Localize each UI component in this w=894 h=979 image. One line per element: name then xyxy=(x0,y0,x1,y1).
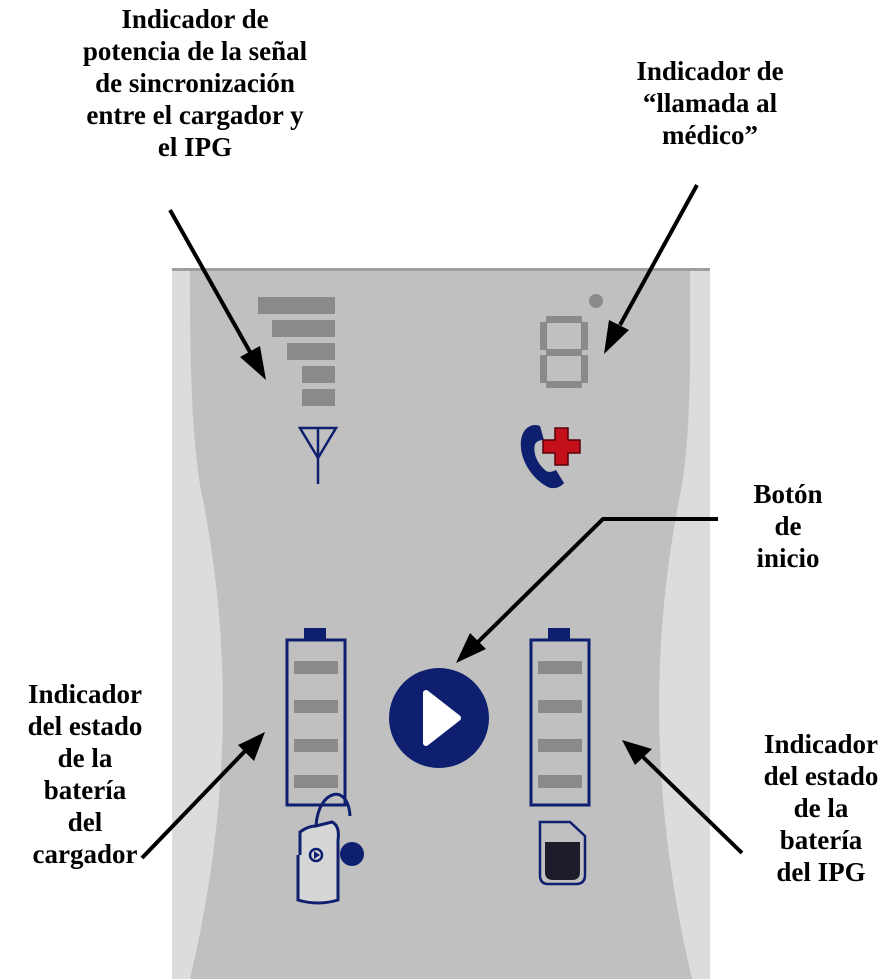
device-body xyxy=(172,268,710,979)
play-icon xyxy=(423,690,461,746)
arrow-start xyxy=(476,517,718,644)
ipg-battery-segment xyxy=(538,775,582,788)
ipg-icon xyxy=(538,820,587,886)
charger-battery-segment xyxy=(294,739,338,752)
charger-battery-segment xyxy=(294,775,338,788)
arrow-ipg xyxy=(641,755,744,855)
signal-bar-2 xyxy=(272,320,335,337)
charger-battery-indicator xyxy=(285,628,347,807)
ipg-battery-indicator xyxy=(529,628,591,807)
play-button[interactable] xyxy=(389,668,489,768)
start-button-label: Botón de inicio xyxy=(753,479,823,573)
callout-arrows xyxy=(140,184,744,860)
call-doctor-label: Indicador de “llamada al médico” xyxy=(636,56,784,150)
red-cross-icon xyxy=(542,427,581,466)
ipg-battery-label: Indicador del estado de la batería del I… xyxy=(763,729,879,887)
charger-icon xyxy=(296,792,364,905)
signal-bar-5 xyxy=(302,389,335,406)
antenna-icon xyxy=(297,426,339,484)
signal-bar-4 xyxy=(302,366,335,383)
signal-bar-1 xyxy=(258,297,335,314)
seven-segment-digit xyxy=(540,294,603,388)
ipg-battery-segment xyxy=(538,661,582,674)
charger-battery-segment xyxy=(294,661,338,674)
ipg-battery-segment xyxy=(538,739,582,752)
arrow-charger xyxy=(140,748,248,860)
signal-strength-bars xyxy=(258,297,335,406)
charger-battery-label: Indicador del estado de la batería del c… xyxy=(27,679,143,869)
ipg-battery-segment xyxy=(538,700,582,713)
arrow-signal xyxy=(168,209,252,353)
charger-battery-segment xyxy=(294,700,338,713)
phone-icon xyxy=(520,424,564,489)
arrow-doctor xyxy=(618,184,699,326)
signal-strength-label: Indicador de potencia de la señal de sin… xyxy=(82,4,308,162)
signal-bar-3 xyxy=(287,343,335,360)
